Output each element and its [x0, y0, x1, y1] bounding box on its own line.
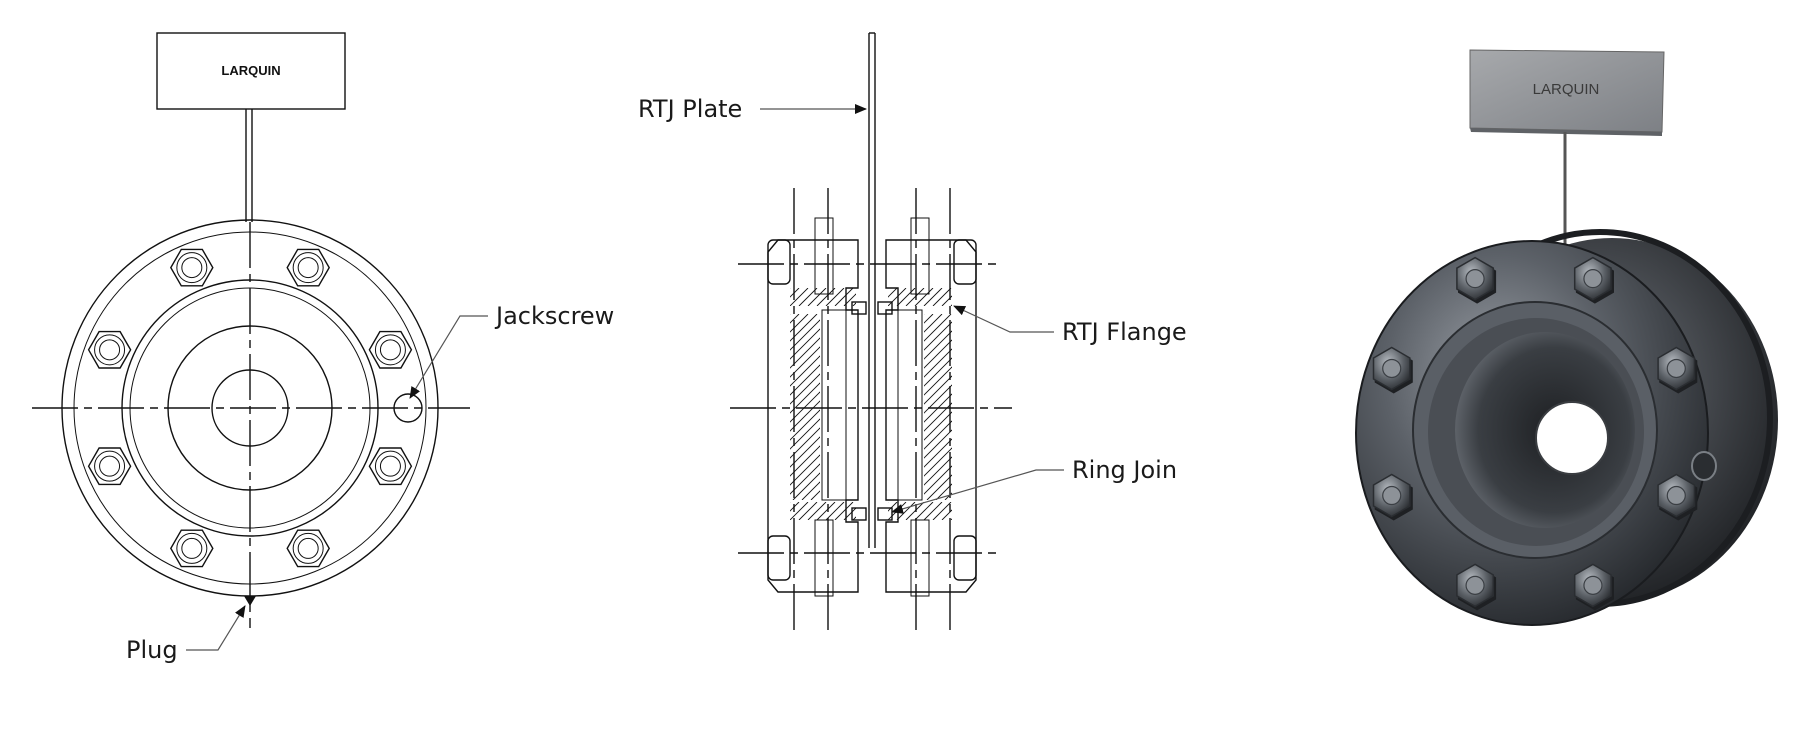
jackscrew-label: Jackscrew	[494, 302, 614, 330]
plug-leader	[186, 605, 246, 651]
nut-bottom-left	[767, 535, 791, 581]
nut-top-left	[767, 239, 791, 285]
ring-join-leader	[891, 469, 1064, 514]
bolt-8	[169, 248, 214, 287]
nut-bottom-right	[953, 535, 977, 581]
plug-marker	[244, 596, 256, 606]
tag-label: LARQUIN	[221, 63, 280, 78]
bore-left	[821, 309, 847, 501]
ring-groove-bottom-right	[877, 507, 893, 521]
hatch-zone	[790, 314, 820, 500]
render-bolt-1	[1573, 256, 1614, 304]
plug-label: Plug	[126, 636, 178, 664]
bolt-3	[368, 447, 413, 486]
bolt-hole-bottom-right	[910, 519, 930, 597]
hatch-zone	[790, 502, 856, 520]
render-bolt-8	[1456, 256, 1497, 304]
tag-plate	[156, 32, 346, 110]
bolt-5	[169, 529, 214, 568]
rtj-plate-label: RTJ Plate	[638, 95, 742, 123]
render-bolt-5	[1456, 563, 1497, 611]
ring-groove-top-left	[851, 301, 867, 315]
render-tag-label: LARQUIN	[1533, 81, 1600, 98]
bolt-6	[87, 447, 132, 486]
render-bolt-2	[1657, 346, 1698, 394]
bolt-4	[286, 529, 331, 568]
section-view: RTJ Plate RTJ Flange Ring Join	[638, 32, 1187, 630]
render-orifice	[1535, 401, 1609, 475]
render-view: LARQUIN	[1355, 49, 1778, 626]
nut-top-right	[953, 239, 977, 285]
ring-groove-top-right	[877, 301, 893, 315]
left-flange-outline	[767, 239, 859, 593]
hatching	[790, 288, 952, 520]
bolt-hole-top-left	[814, 217, 834, 295]
render-bolt-6	[1372, 473, 1413, 521]
bolt-2	[368, 330, 413, 369]
render-jackscrew	[1691, 451, 1717, 481]
hatch-zone	[924, 314, 952, 500]
jackscrew-leader	[409, 315, 488, 399]
render-bolt-ring	[1372, 256, 1698, 611]
render-bolt-3	[1657, 473, 1698, 521]
right-flange-outline	[885, 239, 977, 593]
bore-right	[897, 309, 923, 501]
hatch-zone	[888, 502, 952, 520]
rtj-flange-leader	[953, 305, 1054, 333]
render-bolt-4	[1573, 563, 1614, 611]
hatch-zone	[888, 288, 952, 306]
bolt-hole-bottom-left	[814, 519, 834, 597]
rtj-flange-label: RTJ Flange	[1062, 318, 1187, 346]
front-view: LARQUIN Jackscrew Plug	[32, 32, 614, 664]
ring-join-label: Ring Join	[1072, 456, 1177, 484]
render-bolt-7	[1372, 346, 1413, 394]
bolt-ring	[87, 248, 413, 568]
hatch-zone	[790, 288, 856, 306]
bolt-hole-top-right	[910, 217, 930, 295]
ring-groove-bottom-left	[851, 507, 867, 521]
bolt-1	[286, 248, 331, 287]
bolt-7	[87, 330, 132, 369]
